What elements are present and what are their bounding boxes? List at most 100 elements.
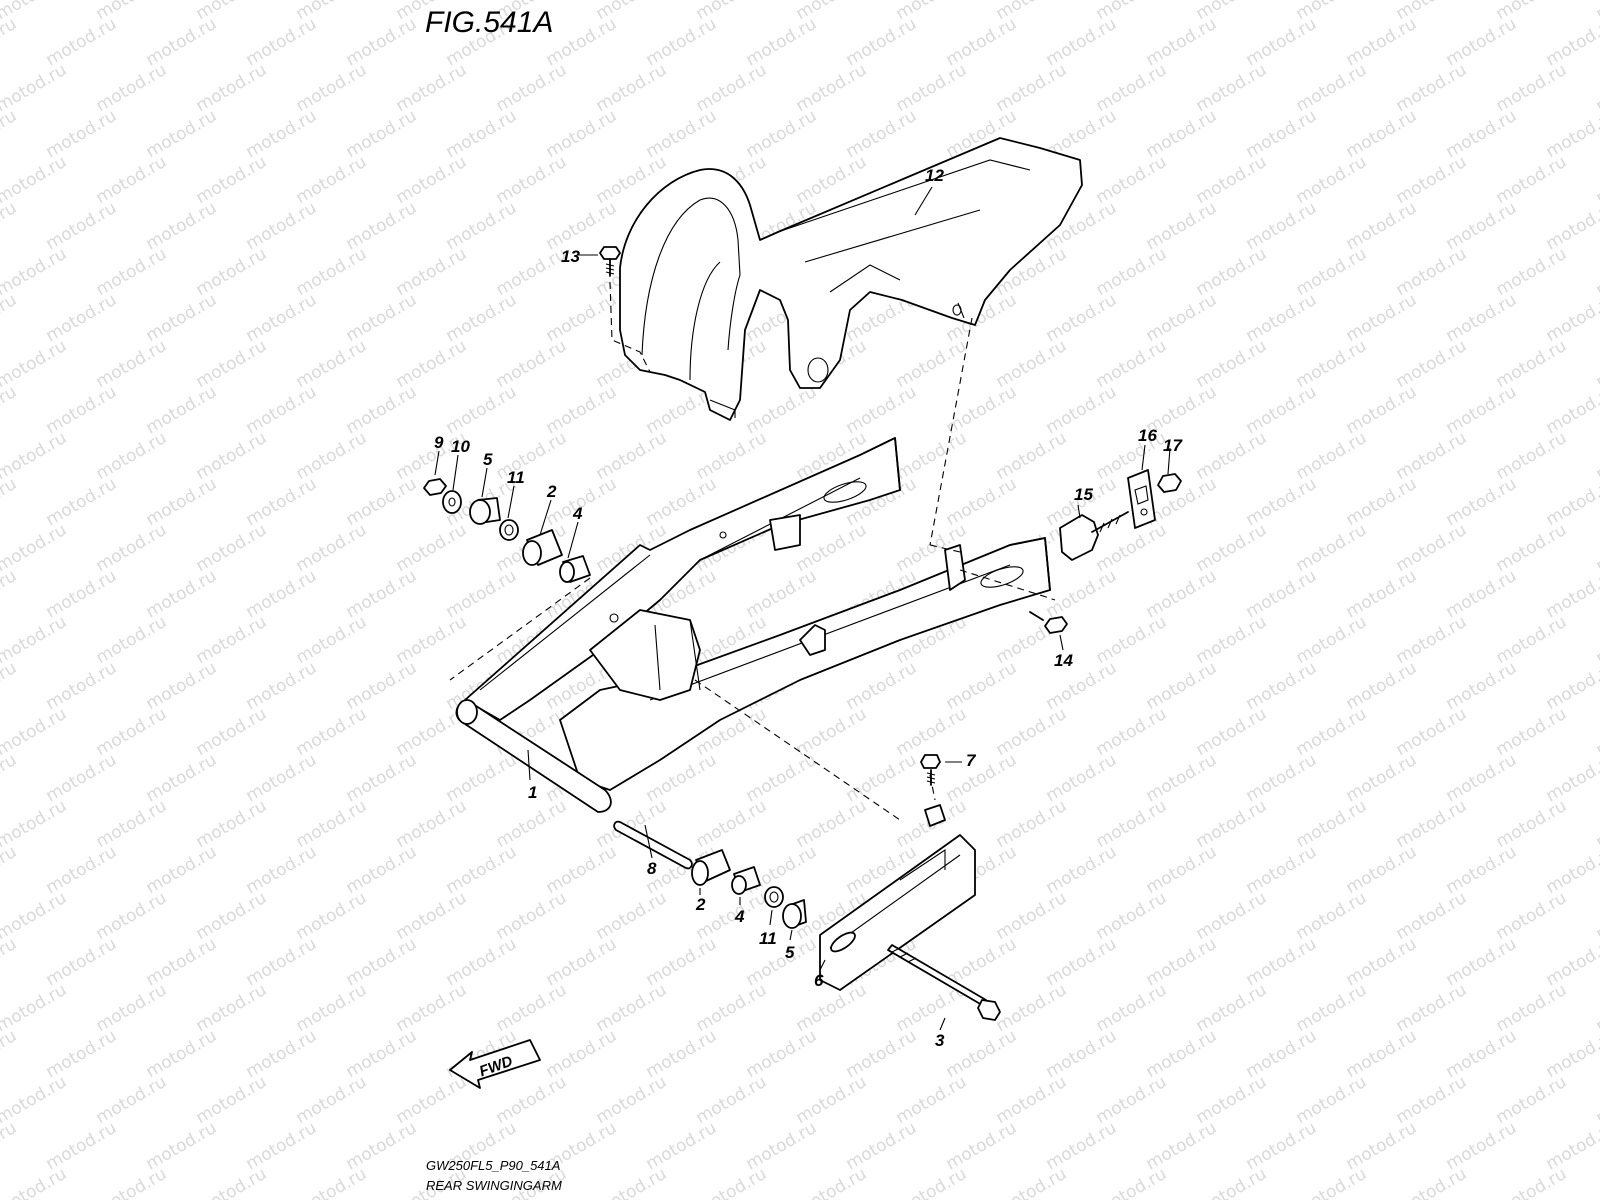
callout-13: 13 — [561, 247, 580, 266]
watermark-text: motod.ru — [1193, 704, 1271, 760]
watermark-text: motod.ru — [193, 1072, 271, 1128]
watermark-text: motod.ru — [993, 336, 1071, 392]
watermark-text: motod.ru — [293, 888, 371, 944]
watermark-text: motod.ru — [1543, 842, 1600, 898]
watermark-text: motod.ru — [243, 1118, 321, 1174]
watermark-text: motod.ru — [143, 382, 221, 438]
watermark-text: motod.ru — [243, 658, 321, 714]
watermark-text: motod.ru — [293, 60, 371, 116]
watermark-text: motod.ru — [1043, 566, 1121, 622]
watermark-text: motod.ru — [1293, 152, 1371, 208]
watermark-text: motod.ru — [143, 566, 221, 622]
watermark-text: motod.ru — [193, 888, 271, 944]
watermark-text: motod.ru — [93, 336, 171, 392]
watermark-text: motod.ru — [193, 60, 271, 116]
watermark-text: motod.ru — [843, 750, 921, 806]
watermark-text: motod.ru — [343, 1118, 421, 1174]
watermark-text: motod.ru — [43, 934, 121, 990]
watermark-text: motod.ru — [193, 704, 271, 760]
watermark-text: motod.ru — [1043, 1118, 1121, 1174]
watermark-text: motod.ru — [1443, 658, 1521, 714]
watermark-text: motod.ru — [1543, 290, 1600, 346]
watermark-text: motod.ru — [793, 980, 871, 1036]
watermark-text: motod.ru — [1493, 1072, 1571, 1128]
watermark-text: motod.ru — [593, 1072, 671, 1128]
watermark-text: motod.ru — [1393, 612, 1471, 668]
watermark-text: motod.ru — [1493, 336, 1571, 392]
callout-17: 17 — [1163, 436, 1183, 455]
watermark-text: motod.ru — [1343, 842, 1421, 898]
watermark-text: motod.ru — [643, 934, 721, 990]
watermark-text: motod.ru — [343, 1026, 421, 1082]
watermark-text: motod.ru — [893, 1072, 971, 1128]
watermark-text: motod.ru — [1343, 474, 1421, 530]
watermark-text: motod.ru — [443, 382, 521, 438]
watermark-text: motod.ru — [243, 842, 321, 898]
watermark-text: motod.ru — [843, 1026, 921, 1082]
callout-6: 6 — [814, 971, 824, 990]
watermark-text: motod.ru — [1043, 750, 1121, 806]
watermark-text: motod.ru — [1193, 1072, 1271, 1128]
watermark-text: motod.ru — [0, 842, 20, 898]
watermark-text: motod.ru — [193, 336, 271, 392]
watermark-text: motod.ru — [1593, 244, 1600, 300]
watermark-text: motod.ru — [1343, 290, 1421, 346]
watermark-text: motod.ru — [243, 14, 321, 70]
watermark-text: motod.ru — [193, 428, 271, 484]
watermark-text: motod.ru — [143, 106, 221, 162]
watermark-text: motod.ru — [593, 428, 671, 484]
watermark-text: motod.ru — [1193, 612, 1271, 668]
watermark-text: motod.ru — [293, 1072, 371, 1128]
watermark-text: motod.ru — [1093, 796, 1171, 852]
watermark-text: motod.ru — [293, 980, 371, 1036]
watermark-text: motod.ru — [793, 520, 871, 576]
watermark-text: motod.ru — [343, 658, 421, 714]
watermark-text: motod.ru — [1393, 1072, 1471, 1128]
watermark-text: motod.ru — [893, 60, 971, 116]
watermark-text: motod.ru — [1193, 60, 1271, 116]
watermark-text: motod.ru — [1093, 60, 1171, 116]
watermark-text: motod.ru — [1493, 704, 1571, 760]
watermark-text: motod.ru — [1293, 704, 1371, 760]
watermark-text: motod.ru — [1593, 60, 1600, 116]
watermark-text: motod.ru — [0, 290, 20, 346]
watermark-text: motod.ru — [243, 934, 321, 990]
watermark-text: motod.ru — [1343, 1118, 1421, 1174]
watermark-text: motod.ru — [1443, 934, 1521, 990]
watermark-text: motod.ru — [543, 1026, 621, 1082]
watermark-text: motod.ru — [1143, 566, 1221, 622]
watermark-text: motod.ru — [1043, 14, 1121, 70]
watermark-text: motod.ru — [1143, 290, 1221, 346]
watermark-text: motod.ru — [1093, 1072, 1171, 1128]
watermark-text: motod.ru — [393, 1072, 471, 1128]
watermark-text: motod.ru — [1143, 1118, 1221, 1174]
watermark-text: motod.ru — [0, 750, 20, 806]
watermark-text: motod.ru — [0, 106, 20, 162]
watermark-text: motod.ru — [93, 152, 171, 208]
watermark-text: motod.ru — [1293, 980, 1371, 1036]
watermark-text: motod.ru — [1443, 1118, 1521, 1174]
watermark-text: motod.ru — [1143, 934, 1221, 990]
watermark-text: motod.ru — [1243, 934, 1321, 990]
model-code: GW250FL5_P90_541A — [426, 1158, 560, 1173]
watermark-text: motod.ru — [193, 796, 271, 852]
watermark-text: motod.ru — [1543, 106, 1600, 162]
watermark-text: motod.ru — [243, 382, 321, 438]
watermark-text: motod.ru — [943, 474, 1021, 530]
callout-2-upper: 2 — [546, 482, 557, 501]
watermark-text: motod.ru — [243, 290, 321, 346]
watermark-text: motod.ru — [1243, 106, 1321, 162]
watermark-text: motod.ru — [1193, 152, 1271, 208]
watermark-text: motod.ru — [1543, 382, 1600, 438]
watermark-text: motod.ru — [993, 704, 1071, 760]
callout-7: 8 — [647, 859, 657, 878]
watermark-text: motod.ru — [1193, 980, 1271, 1036]
watermark-text: motod.ru — [693, 428, 771, 484]
watermark-text: motod.ru — [793, 1072, 871, 1128]
watermark-text: motod.ru — [493, 60, 571, 116]
watermark-text: motod.ru — [293, 152, 371, 208]
watermark-text: motod.ru — [1493, 244, 1571, 300]
watermark-text: motod.ru — [1493, 612, 1571, 668]
watermark-text: motod.ru — [1593, 1072, 1600, 1128]
